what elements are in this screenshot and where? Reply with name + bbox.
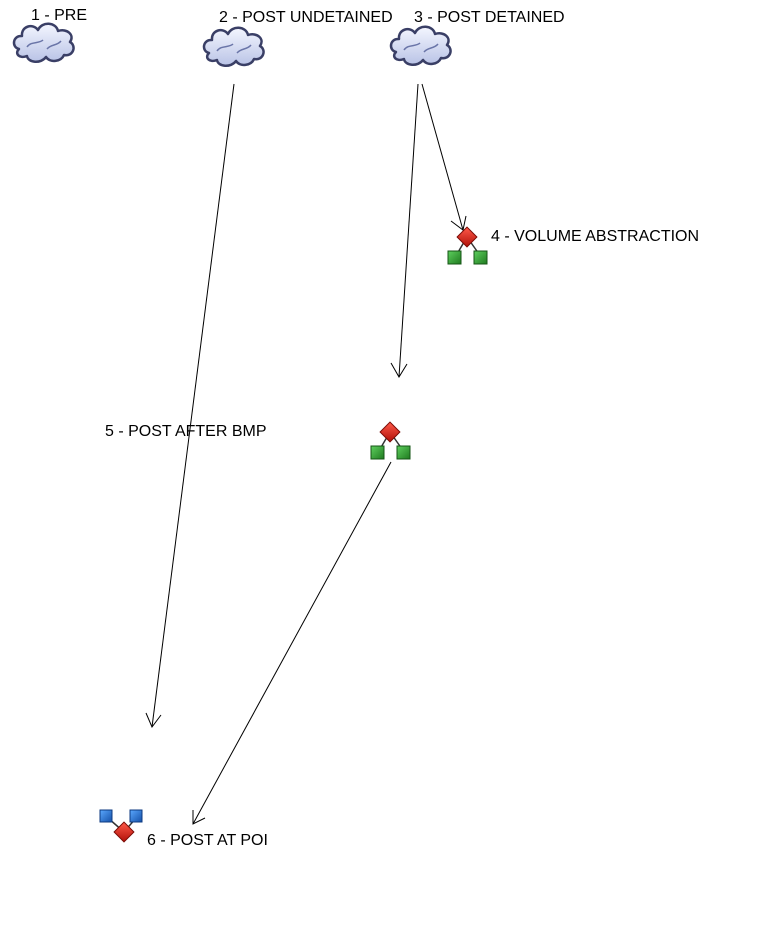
node-label-n2: 2 - POST UNDETAINED xyxy=(219,9,393,26)
node-icon-n4[interactable] xyxy=(447,226,488,265)
join-node-icon xyxy=(99,809,143,843)
node-label-n1: 1 - PRE xyxy=(31,7,88,24)
split-node-icon xyxy=(370,421,411,460)
node-label-n6: 6 - POST AT POI xyxy=(147,832,268,849)
cloud-icon xyxy=(389,25,452,67)
cloud-icon xyxy=(202,26,265,68)
edge-n2-n6 xyxy=(145,83,235,728)
edge-n3-n4 xyxy=(421,83,467,231)
node-label-n3: 3 - POST DETAINED xyxy=(414,9,565,26)
node-icon-n3[interactable] xyxy=(389,25,452,67)
split-node-icon xyxy=(447,226,488,265)
cloud-icon xyxy=(12,22,75,64)
edges xyxy=(145,83,467,825)
edge-n5-n6 xyxy=(192,461,392,825)
node-icon-n5[interactable] xyxy=(370,421,411,460)
node-label-n5: 5 - POST AFTER BMP xyxy=(105,423,267,440)
edge-n3-n5 xyxy=(390,83,419,378)
node-icon-n1[interactable] xyxy=(12,22,75,64)
node-icon-n6[interactable] xyxy=(99,809,143,843)
node-label-n4: 4 - VOLUME ABSTRACTION xyxy=(491,228,700,245)
node-icon-n2[interactable] xyxy=(202,26,265,68)
